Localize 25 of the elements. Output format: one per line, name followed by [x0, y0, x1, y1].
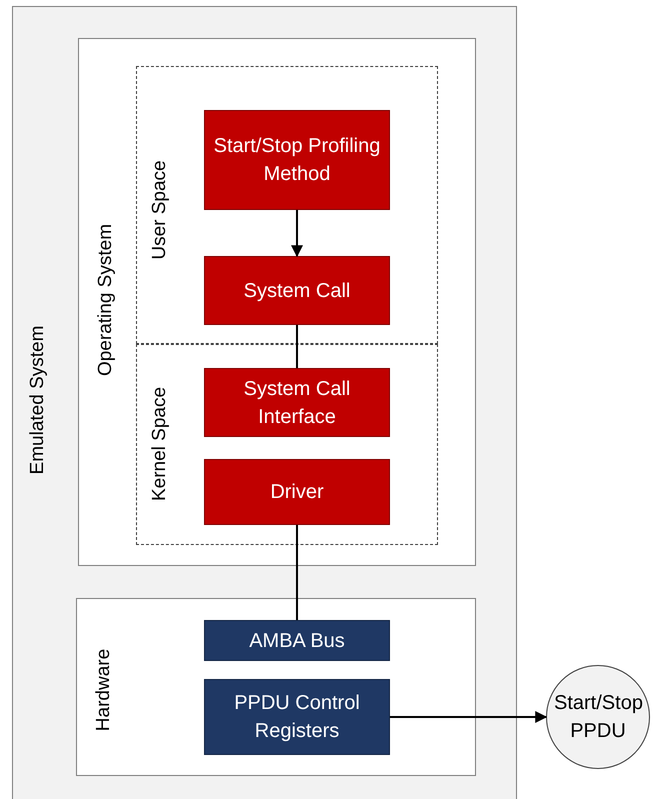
process-box [204, 459, 390, 525]
space-region [136, 344, 438, 545]
space-region [136, 66, 438, 344]
hardware-box [204, 620, 390, 661]
hardware-box [204, 679, 390, 755]
box-label: Start/Stop PPDU [554, 691, 642, 744]
box-label: Driver [270, 480, 324, 505]
box-label: System Call Interface [242, 376, 352, 430]
layer-panel [78, 38, 476, 566]
region-label: Operating System [95, 224, 117, 376]
layer-panel [76, 598, 476, 776]
box-label: Start/Stop Profiling Method [212, 134, 382, 187]
process-box [204, 256, 390, 325]
box-label: PPDU Control Registers [233, 691, 361, 744]
region-label: Emulated System [27, 326, 49, 474]
region-label: User Space [149, 160, 171, 260]
system-container [12, 6, 517, 799]
connector-arrow [291, 210, 303, 258]
box-label: AMBA Bus [249, 628, 345, 654]
connector-arrow [390, 711, 548, 723]
process-box [204, 368, 390, 437]
box-label: System Call [244, 278, 350, 304]
process-box [204, 110, 390, 210]
region-label: Hardware [93, 648, 115, 732]
region-label: Kernel Space [149, 386, 171, 502]
